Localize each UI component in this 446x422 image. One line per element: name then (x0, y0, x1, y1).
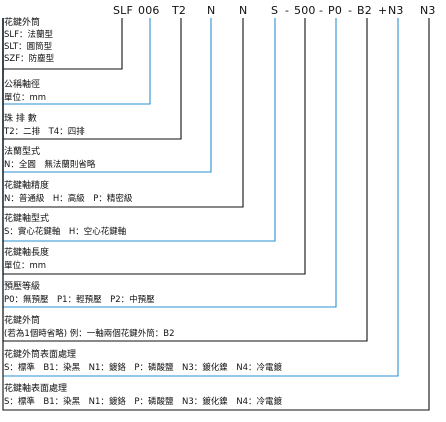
section-line: (若為1個時省略) 例：一軸兩個花鍵外筒：B2 (4, 329, 175, 339)
section-title-ball-rows: 珠 排 數 (4, 114, 37, 124)
code-part-500: 500 (294, 4, 316, 17)
code-part-slf: SLF (113, 4, 134, 17)
code-part-n-accuracy: N (239, 4, 248, 17)
section-title-flange-type: 法蘭型式 (4, 147, 41, 157)
code-part-t2: T2 (172, 4, 187, 17)
code-separator-plus: + (378, 4, 388, 17)
code-part-s: S (271, 4, 279, 17)
code-part-n3-outer: N3 (388, 4, 404, 17)
section-line: N：普通級 H：高級 P：精密級 (4, 194, 133, 204)
section-title-nut-quantity: 花鍵外筒 (4, 316, 41, 326)
section-line: S：實心花鍵軸 H：空心花鍵軸 (4, 227, 127, 237)
code-separator: - (285, 4, 289, 17)
section-line: SZF：防塵型 (4, 54, 55, 64)
code-part-n3-shaft: N3 (420, 4, 436, 17)
section-title-spline-nut: 花鍵外筒 (4, 18, 41, 28)
section-line: S：標準 B1：染黑 N1：鍍鉻 P：磷酸鹽 N3：鍍化鎳 N4：冷電鍍 (4, 397, 283, 407)
code-part-n-flange: N (207, 4, 216, 17)
section-title-nut-surface: 花鍵外筒表面處理 (4, 350, 77, 360)
code-part-p0: P0 (328, 4, 343, 17)
section-line: P0：無預壓 P1：輕預壓 P2：中預壓 (4, 295, 155, 305)
section-line: T2：二排 T4：四排 (4, 127, 85, 137)
section-title-nominal-diameter: 公稱軸徑 (4, 80, 41, 90)
section-title-preload: 預壓等級 (4, 282, 41, 292)
section-line: SLF：法蘭型 (4, 30, 54, 40)
connector-nut-quantity (2, 18, 368, 342)
section-title-shaft-surface: 花鍵軸表面處理 (4, 384, 68, 394)
code-separator: - (348, 4, 352, 17)
code-part-b2: B2 (357, 4, 372, 17)
section-title-shaft-accuracy: 花鍵軸精度 (4, 181, 50, 191)
connector-shaft-surface (2, 18, 430, 411)
section-line: 單位：mm (4, 261, 47, 271)
section-line: 單位：mm (4, 93, 47, 103)
section-line: N：全圓 無法蘭則省略 (4, 160, 96, 170)
section-line: S：標準 B1：染黑 N1：鍍鉻 P：磷酸鹽 N3：鍍化鎳 N4：冷電鍍 (4, 363, 283, 373)
section-title-shaft-type: 花鍵軸型式 (4, 214, 50, 224)
section-line: SLT：圓筒型 (4, 42, 53, 52)
code-part-006: 006 (138, 4, 160, 17)
code-separator: - (319, 4, 323, 17)
section-title-shaft-length: 花鍵軸長度 (4, 248, 50, 258)
